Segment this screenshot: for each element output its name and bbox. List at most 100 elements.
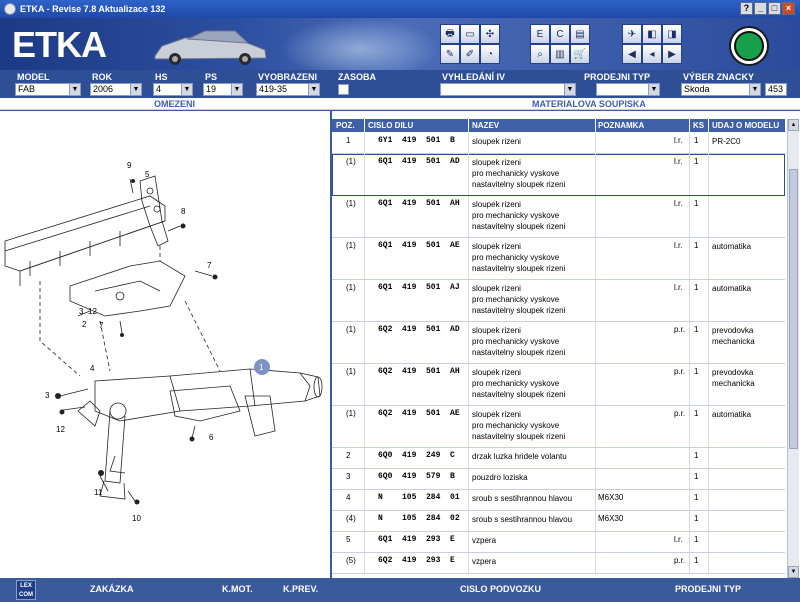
col-ks[interactable]: KS bbox=[693, 121, 705, 130]
cell-cislo: N 105 284 02 bbox=[378, 514, 460, 523]
callout-10[interactable]: 10 bbox=[132, 514, 141, 523]
chevron-down-icon[interactable]: ▼ bbox=[308, 84, 319, 95]
chevron-down-icon[interactable]: ▼ bbox=[749, 84, 760, 95]
zasoba-checkbox[interactable] bbox=[338, 84, 349, 95]
screen-icon[interactable]: ▭ bbox=[460, 24, 480, 44]
cell-udaj-line: automatika bbox=[712, 410, 752, 419]
vyobrazeni-select[interactable]: 419-35▼ bbox=[256, 83, 320, 96]
col-udaj[interactable]: UDAJ O MODELU bbox=[712, 121, 780, 130]
ps-select[interactable]: 19▼ bbox=[203, 83, 243, 96]
callout-3[interactable]: 3 bbox=[79, 307, 84, 316]
chevron-down-icon[interactable]: ▼ bbox=[130, 84, 141, 95]
maximize-button[interactable]: □ bbox=[768, 2, 781, 15]
book-icon[interactable]: ▥ bbox=[550, 44, 570, 64]
arrow-left-icon[interactable]: ◀ bbox=[622, 44, 642, 64]
col-poznamka[interactable]: POZNAMKA bbox=[598, 121, 645, 130]
chevron-down-icon[interactable]: ▼ bbox=[181, 84, 192, 95]
bottom-bar: LEX COM ZAKÁZKA K.MOT. K.PREV. CISLO POD… bbox=[0, 578, 800, 602]
basket-icon[interactable]: ▤ bbox=[570, 24, 590, 44]
chevron-down-icon[interactable]: ▼ bbox=[231, 84, 242, 95]
callout-9[interactable]: 9 bbox=[127, 161, 132, 170]
callout-5[interactable]: 5 bbox=[145, 170, 150, 179]
cell-lr: l.r. bbox=[674, 241, 683, 250]
cell-nazev: sroub s sestihrannou hlavou bbox=[472, 514, 572, 525]
callout-3b[interactable]: 3 bbox=[45, 391, 50, 400]
kmot-button[interactable]: K.MOT. bbox=[222, 584, 253, 594]
doc-right-icon[interactable]: ◨ bbox=[662, 24, 682, 44]
cell-ks: 1 bbox=[694, 241, 699, 250]
callout-1[interactable]: 1 bbox=[259, 363, 264, 372]
close-button[interactable]: × bbox=[782, 2, 795, 15]
vyhledani-select[interactable]: ▼ bbox=[440, 83, 576, 96]
kprev-button[interactable]: K.PREV. bbox=[283, 584, 319, 594]
callout-2[interactable]: 2 bbox=[82, 320, 87, 329]
hs-label: HS bbox=[155, 72, 168, 82]
cell-udaj: PR-2C0 bbox=[712, 136, 740, 147]
printer-icon[interactable]: 🖶 bbox=[440, 24, 460, 44]
vyber-select[interactable]: Skoda▼ bbox=[681, 83, 761, 96]
tools-icon[interactable]: ✣ bbox=[480, 24, 500, 44]
callout-7[interactable]: 7 bbox=[207, 261, 212, 270]
doc-back-icon[interactable]: ◂ bbox=[642, 44, 662, 64]
vertical-scrollbar[interactable]: ▲ ▼ bbox=[787, 119, 799, 578]
hs-select[interactable]: 4▼ bbox=[153, 83, 193, 96]
parts-diagram[interactable]: 9 5 8 7 3 12 2 7 4 1 3 12 6 11 10 bbox=[0, 111, 330, 578]
cbpot-icon[interactable]: C bbox=[550, 24, 570, 44]
cell-nazev-line: sroub s sestihrannou hlavou bbox=[472, 515, 573, 524]
prodejni-typ-button[interactable]: PRODEJNI TYP bbox=[675, 584, 742, 594]
pen-icon[interactable]: ✎ bbox=[440, 44, 460, 64]
etka-logo: ETKA bbox=[12, 24, 107, 65]
model-select[interactable]: FAB▼ bbox=[15, 83, 81, 96]
pin-icon[interactable]: ✈ bbox=[622, 24, 642, 44]
prodejni-label: PRODEJNI TYP bbox=[584, 72, 651, 82]
callout-8[interactable]: 8 bbox=[181, 207, 186, 216]
callout-12[interactable]: 12 bbox=[88, 307, 97, 316]
zasoba-label: ZASOBA bbox=[338, 72, 376, 82]
help-button[interactable]: ? bbox=[740, 2, 753, 15]
elsa-icon[interactable]: E bbox=[530, 24, 550, 44]
arrow-right-icon[interactable]: ▶ bbox=[662, 44, 682, 64]
cell-nazev-line: sloupek rizeni bbox=[472, 158, 521, 167]
minimize-button[interactable]: _ bbox=[754, 2, 767, 15]
cislo-podvozku-button[interactable]: CISLO PODVOZKU bbox=[460, 584, 542, 594]
cell-cislo: 6Q2 419 501 AD bbox=[378, 325, 460, 334]
callout-12b[interactable]: 12 bbox=[56, 425, 65, 434]
scroll-thumb[interactable] bbox=[789, 169, 798, 449]
prodejni-select[interactable]: ▼ bbox=[596, 83, 660, 96]
doc-left-icon[interactable]: ◧ bbox=[642, 24, 662, 44]
scroll-up-icon[interactable]: ▲ bbox=[788, 119, 799, 131]
cell-nazev-line: pro mechanicky vyskove bbox=[472, 169, 560, 178]
chevron-down-icon[interactable]: ▼ bbox=[69, 84, 80, 95]
chevron-down-icon[interactable]: ▼ bbox=[648, 84, 659, 95]
col-poz[interactable]: POZ. bbox=[336, 121, 355, 130]
search-icon[interactable]: ⌕ bbox=[530, 44, 550, 64]
callout-11[interactable]: 11 bbox=[94, 488, 103, 497]
callout-4[interactable]: 4 bbox=[90, 364, 95, 373]
chevron-down-icon[interactable]: ▼ bbox=[564, 84, 575, 95]
cart-icon[interactable]: 🛒 bbox=[570, 44, 590, 64]
callout-7b[interactable]: 7 bbox=[99, 321, 104, 330]
zakazka-button[interactable]: ZAKÁZKA bbox=[90, 584, 134, 594]
col-cislo[interactable]: CISLO DILU bbox=[368, 121, 414, 130]
callout-6[interactable]: 6 bbox=[209, 433, 214, 442]
scroll-down-icon[interactable]: ▼ bbox=[788, 566, 799, 578]
rok-select[interactable]: 2006▼ bbox=[90, 83, 142, 96]
speed-icon[interactable]: ◔ bbox=[480, 44, 500, 64]
col-nazev[interactable]: NAZEV bbox=[472, 121, 500, 130]
edit-icon[interactable]: ✐ bbox=[460, 44, 480, 64]
